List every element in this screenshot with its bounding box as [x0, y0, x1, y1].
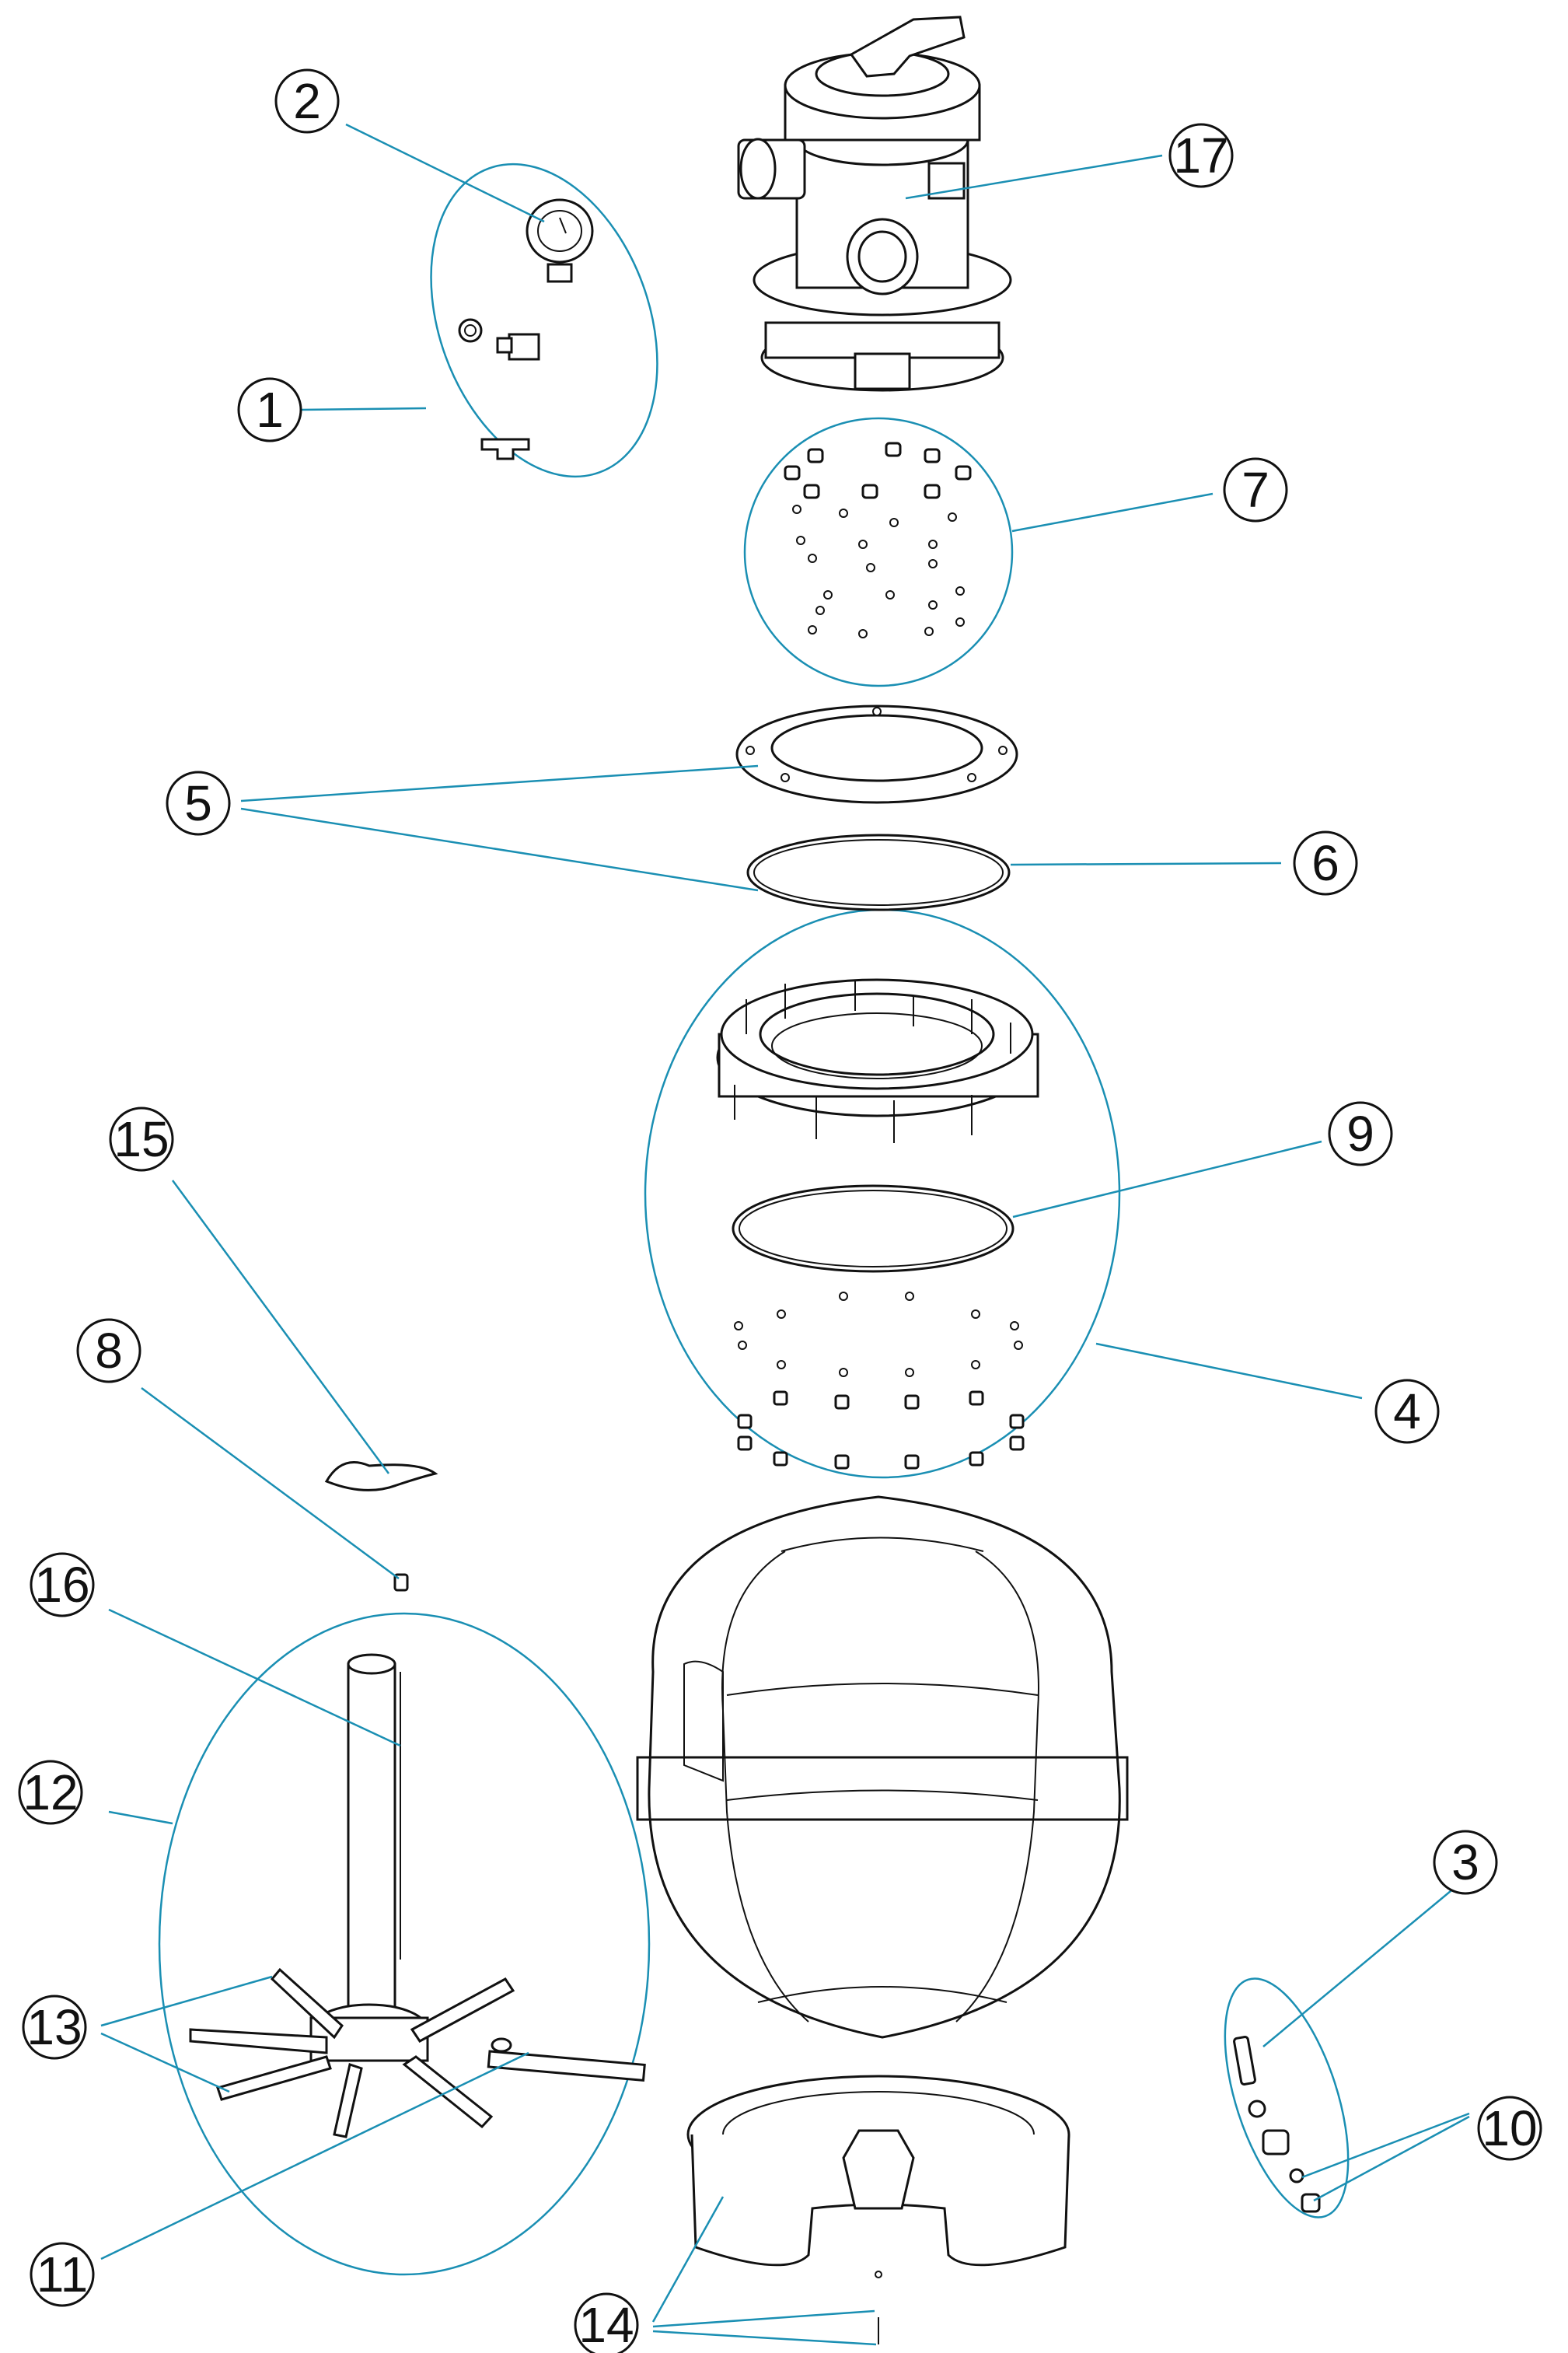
callout-11: 11	[30, 2242, 95, 2307]
group-outline-12	[158, 1612, 651, 2276]
callout-label: 4	[1393, 1383, 1421, 1439]
nozzle-set	[784, 442, 972, 638]
callout-12: 12	[18, 1760, 83, 1825]
callout-label: 7	[1241, 462, 1269, 518]
group-outline-7	[743, 417, 1014, 687]
leader-lines	[100, 123, 1470, 2346]
base-stand	[686, 2075, 1070, 2344]
callout-label: 17	[1173, 128, 1228, 184]
callout-2: 2	[274, 68, 340, 134]
callout-9: 9	[1328, 1101, 1393, 1166]
callout-label: 15	[113, 1111, 169, 1167]
group-outline-3	[1224, 1977, 1350, 2218]
lateral-nozzles	[734, 1292, 1025, 1470]
pressure-gauge-assembly	[458, 198, 594, 460]
flange-ring	[735, 705, 1018, 804]
callout-label: 13	[26, 1999, 82, 2055]
callout-16: 16	[30, 1552, 95, 1617]
filter-tank	[636, 1495, 1129, 2039]
callout-3: 3	[1433, 1830, 1498, 1895]
callout-label: 16	[34, 1557, 89, 1613]
callout-4: 4	[1374, 1379, 1440, 1444]
callout-label: 6	[1311, 835, 1339, 891]
top-collar	[716, 978, 1039, 1143]
callout-13: 13	[22, 1995, 87, 2060]
collector-assembly	[189, 1653, 646, 2138]
callout-label: 2	[293, 73, 321, 129]
callout-label: 14	[578, 2297, 634, 2353]
o-ring-9	[732, 1184, 1014, 1273]
callout-label: 3	[1451, 1834, 1479, 1890]
multiport-valve	[737, 16, 1012, 392]
callout-15: 15	[109, 1107, 174, 1172]
callout-6: 6	[1293, 830, 1358, 896]
callout-14: 14	[574, 2292, 639, 2353]
callout-label: 9	[1346, 1106, 1374, 1162]
callout-label: 1	[256, 382, 284, 438]
group-outline-1	[430, 163, 658, 478]
drain-assembly	[1233, 2036, 1321, 2213]
strap	[324, 1461, 438, 1491]
callout-8: 8	[76, 1318, 141, 1383]
callout-1: 1	[237, 377, 302, 442]
callout-label: 10	[1482, 2100, 1537, 2156]
callout-5: 5	[166, 771, 231, 836]
callout-label: 8	[95, 1323, 123, 1379]
o-ring	[746, 834, 1011, 911]
callout-label: 11	[37, 2246, 88, 2302]
callout-17: 17	[1168, 123, 1234, 188]
callout-7: 7	[1223, 457, 1288, 523]
callout-label: 12	[23, 1764, 78, 1820]
callout-label: 5	[184, 775, 212, 831]
callout-10: 10	[1477, 2096, 1542, 2161]
